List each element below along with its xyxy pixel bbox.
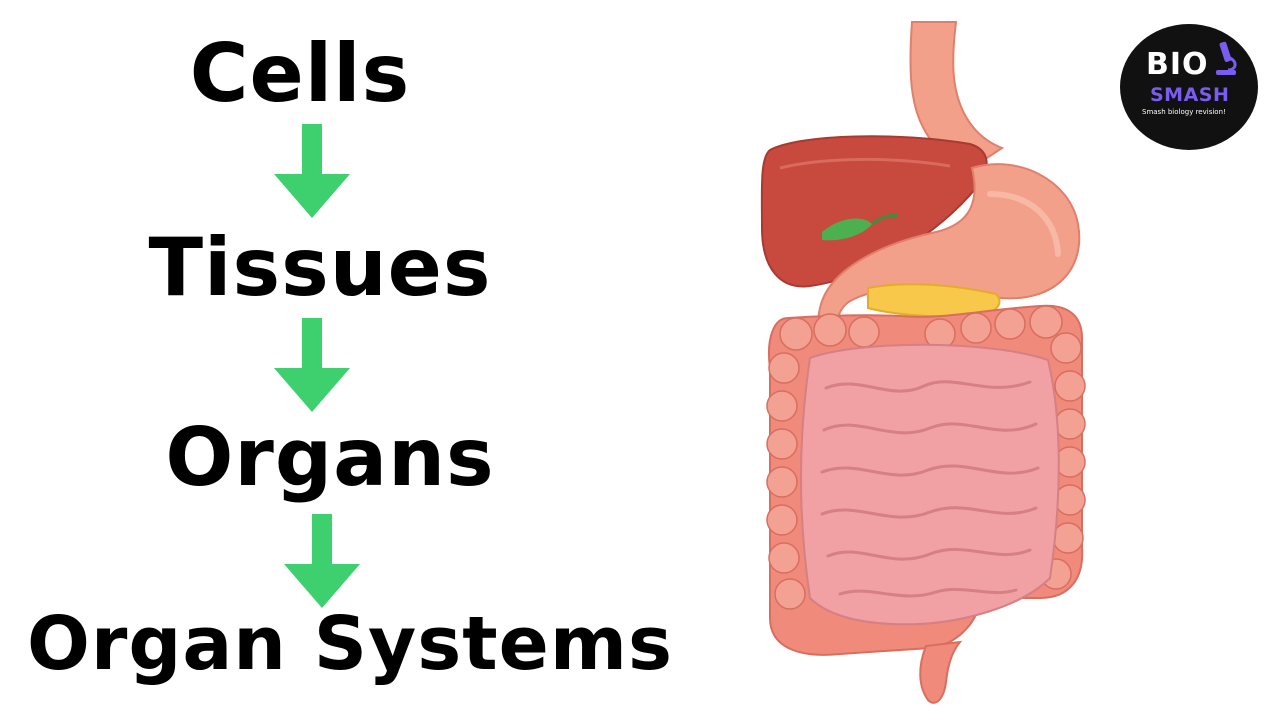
rectum-shape xyxy=(919,640,963,704)
biosmash-logo: BIO SMASH Smash biology revision! xyxy=(1120,24,1258,150)
level-cells: Cells xyxy=(189,27,411,120)
logo-wordmark-bottom: SMASH xyxy=(1150,84,1230,106)
down-arrow-icon xyxy=(284,514,360,608)
logo-wordmark-top: BIO xyxy=(1146,47,1209,82)
logo-tagline: Smash biology revision! xyxy=(1142,108,1226,116)
level-organ-systems: Organ Systems xyxy=(26,601,674,687)
digestive-system-illustration xyxy=(760,21,1086,704)
pancreas-shape xyxy=(867,283,1001,318)
level-tissues: Tissues xyxy=(148,221,492,314)
hierarchy-panel: Cells Tissues Organs Organ Systems xyxy=(26,27,674,687)
gallbladder-shape xyxy=(822,218,872,241)
down-arrow-icon xyxy=(274,318,350,412)
small-intestine-shape xyxy=(800,343,1060,626)
microscope-icon xyxy=(1216,41,1237,75)
level-organs: Organs xyxy=(165,411,495,504)
down-arrow-icon xyxy=(274,124,350,218)
stomach-shape xyxy=(817,163,1081,346)
